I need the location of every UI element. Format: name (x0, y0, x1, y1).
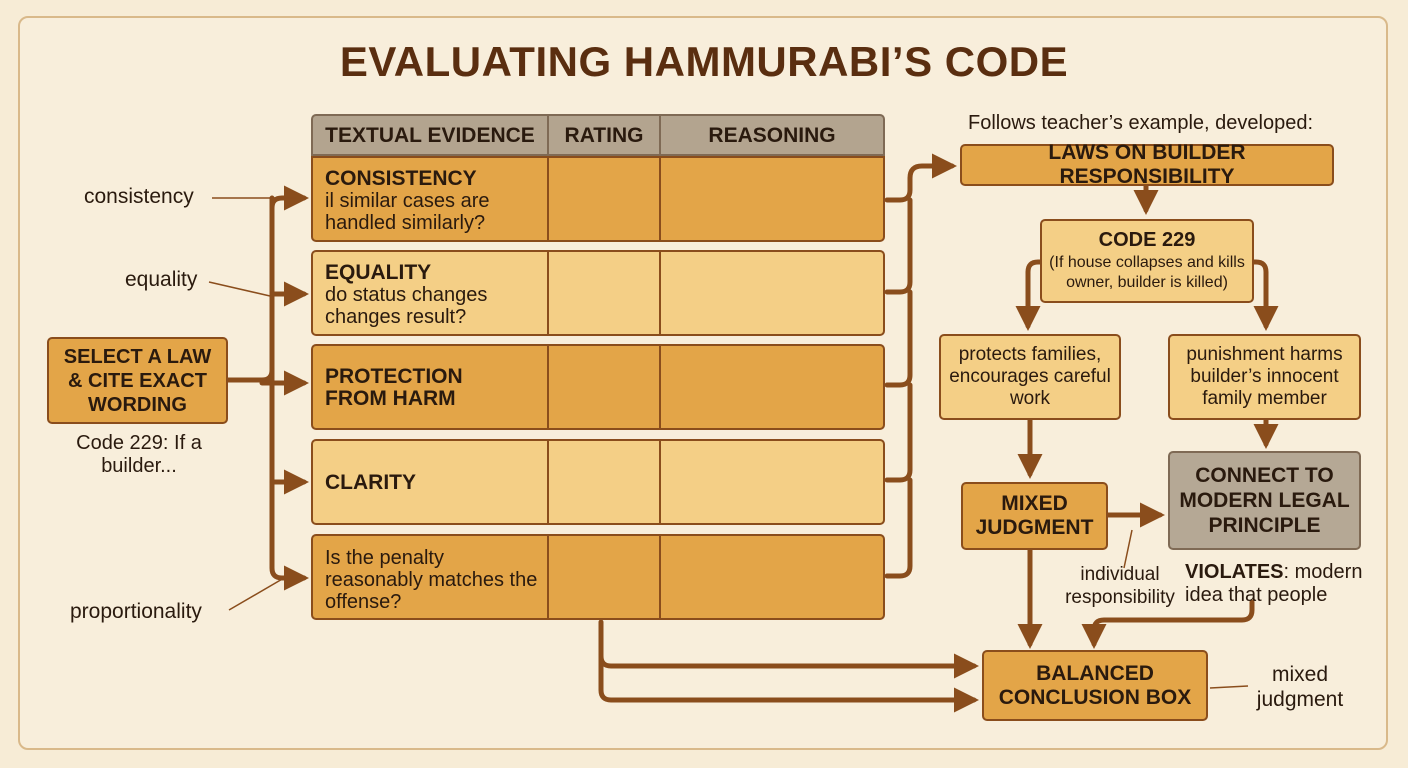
label-proportionality: proportionality (70, 600, 202, 623)
select-law-note: Code 229: If a builder... (76, 432, 202, 477)
row-heading: CONSISTENCY (325, 167, 477, 190)
violates-text: : modern idea that people (1185, 561, 1363, 606)
connect-modern-label: CONNECT TO MODERN LEGAL PRINCIPLE (1179, 464, 1350, 537)
row-text: Is the penalty reasonably matches the of… (325, 547, 538, 613)
violates-label: VIOLATES (1185, 561, 1284, 583)
mixed-judgment-note: mixed judgment (1256, 663, 1344, 711)
row-heading: PROTECTION FROM HARM (325, 365, 463, 410)
intro-text: Follows teacher’s example, developed: (968, 112, 1314, 134)
table-row-proportionality: Is the penalty reasonably matches the of… (311, 534, 885, 620)
mixed-judgment-label: MIXED JUDGMENT (975, 492, 1094, 539)
builder-responsibility-label: LAWS ON BUILDER RESPONSIBILITY (1048, 141, 1246, 188)
con-text: punishment harms builder’s innocent fami… (1186, 344, 1343, 409)
mixed-judgment-box: MIXED JUDGMENT (961, 482, 1108, 550)
row-text: il similar cases are handled similarly? (325, 190, 490, 234)
pro-box: protects families, encourages careful wo… (939, 334, 1121, 420)
table-row-equality: EQUALITY do status changes changes resul… (311, 250, 885, 336)
balanced-conclusion-label: BALANCED CONCLUSION BOX (998, 661, 1192, 709)
header-reasoning: REASONING (708, 124, 836, 147)
pro-text: protects families, encourages careful wo… (949, 344, 1111, 409)
label-equality: equality (125, 268, 198, 291)
code-229-title: CODE 229 (1098, 228, 1196, 251)
page-title: EVALUATING HAMMURABI’S CODE (339, 38, 1069, 85)
table-row-protection: PROTECTION FROM HARM (311, 344, 885, 430)
code-229-box: CODE 229 (If house collapses and kills o… (1040, 219, 1254, 303)
connect-modern-box: CONNECT TO MODERN LEGAL PRINCIPLE (1168, 451, 1361, 550)
balanced-conclusion-box: BALANCED CONCLUSION BOX (982, 650, 1208, 721)
con-box: punishment harms builder’s innocent fami… (1168, 334, 1361, 420)
individual-responsibility-note: individual responsibility (1065, 564, 1175, 608)
header-rating: RATING (564, 124, 644, 147)
row-heading: CLARITY (325, 471, 416, 494)
table-row-consistency: CONSISTENCY il similar cases are handled… (311, 156, 885, 242)
header-textual-evidence: TEXTUAL EVIDENCE (325, 124, 535, 147)
violates-note: VIOLATES: modern idea that people (1185, 561, 1375, 607)
label-consistency: consistency (84, 185, 194, 208)
select-law-label: SELECT A LAW & CITE EXACT WORDING (63, 345, 212, 416)
table-row-clarity: CLARITY (311, 439, 885, 525)
builder-responsibility-box: LAWS ON BUILDER RESPONSIBILITY (960, 141, 1334, 188)
select-law-box: SELECT A LAW & CITE EXACT WORDING (47, 337, 228, 424)
row-heading: EQUALITY (325, 261, 432, 284)
row-text: do status changes changes result? (325, 284, 488, 328)
code-229-description: (If house collapses and kills owner, bui… (1049, 253, 1245, 291)
table-header: TEXTUAL EVIDENCE RATING REASONING (311, 114, 885, 156)
